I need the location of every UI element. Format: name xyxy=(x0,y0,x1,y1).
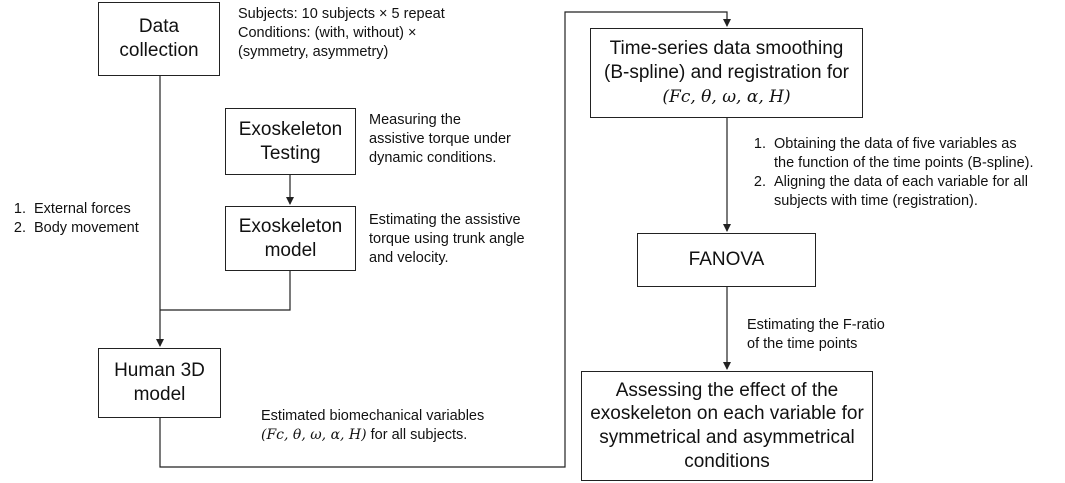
measuring-line3: dynamic conditions. xyxy=(369,149,497,166)
connector-model-to-main xyxy=(160,271,291,311)
fratio-note: Estimating the F-ratio of the time point… xyxy=(747,316,885,354)
subjects-line3: (symmetry, asymmetry) xyxy=(238,43,389,60)
assessing-line3: symmetrical and asymmetrical xyxy=(599,427,855,448)
biomech-line2-suffix: for all subjects. xyxy=(366,426,468,443)
steps-item1-line2: the function of the time points (B-splin… xyxy=(774,154,1034,171)
exoskeleton-testing-box: Exoskeleton Testing xyxy=(225,108,356,175)
exo-testing-line1: Exoskeleton xyxy=(238,118,343,140)
fanova-box: FANOVA xyxy=(637,233,816,287)
fratio-line1: Estimating the F-ratio xyxy=(747,317,885,333)
connector-human-to-smoothing xyxy=(159,11,731,468)
assessing-line2: exoskeleton on each variable for xyxy=(590,403,864,425)
data-collection-box: Data collection xyxy=(98,2,220,76)
estimating-torque-line1: Estimating the assistive xyxy=(369,212,521,228)
estimating-torque-line2: torque using trunk angle xyxy=(369,230,525,247)
exo-model-line1: Exoskeleton xyxy=(238,215,343,237)
human-model-line1: Human 3D xyxy=(114,360,205,382)
exoskeleton-model-box: Exoskeleton model xyxy=(225,206,356,271)
exo-model-line2: model xyxy=(264,239,317,261)
smoothing-registration-box: Time-series data smoothing (B-spline) an… xyxy=(590,28,863,118)
subjects-line2: Conditions: (with, without) × xyxy=(238,24,417,41)
fanova-label: FANOVA xyxy=(688,249,765,271)
data-collection-line1: Data xyxy=(138,16,180,38)
forces-item-1: External forces xyxy=(30,200,139,219)
estimating-torque-note: Estimating the assistive torque using tr… xyxy=(369,211,525,268)
data-collection-line2: collection xyxy=(119,40,199,61)
biomech-variables: (Fc, θ, ω, α, H) xyxy=(261,426,367,443)
forces-item-2: Body movement xyxy=(30,219,139,238)
measuring-line2: assistive torque under xyxy=(369,130,511,147)
assessing-line4: conditions xyxy=(684,450,770,472)
human-model-line2: model xyxy=(133,384,186,405)
measuring-line1: Measuring the xyxy=(369,112,461,128)
biomech-line1: Estimated biomechanical variables xyxy=(261,408,485,424)
subjects-line1: Subjects: 10 subjects × 5 repeat xyxy=(238,6,445,22)
steps-item2-line2: subjects with time (registration). xyxy=(774,192,978,209)
fratio-line2: of the time points xyxy=(747,335,858,352)
forces-note: External forces Body movement xyxy=(2,200,139,238)
smoothing-line2: (B-spline) and registration for xyxy=(604,62,849,84)
assessing-line1: Assessing the effect of the xyxy=(615,379,839,401)
steps-note: Obtaining the data of five variables as … xyxy=(742,135,1034,210)
steps-item-2: Aligning the data of each variable for a… xyxy=(770,173,1034,211)
smoothing-line1: Time-series data smoothing xyxy=(609,38,844,60)
measuring-note: Measuring the assistive torque under dyn… xyxy=(369,111,511,168)
steps-item-1: Obtaining the data of five variables as … xyxy=(770,135,1034,173)
estimating-torque-line3: and velocity. xyxy=(369,249,449,266)
steps-item1-line1: Obtaining the data of five variables as xyxy=(774,136,1017,152)
assessing-effect-box: Assessing the effect of the exoskeleton … xyxy=(581,371,873,481)
biomechanical-note: Estimated biomechanical variables (Fc, θ… xyxy=(261,407,484,445)
exo-testing-line2: Testing xyxy=(260,142,321,164)
smoothing-variables: (Fc, θ, ω, α, H) xyxy=(662,86,791,107)
subjects-note: Subjects: 10 subjects × 5 repeat Conditi… xyxy=(238,5,445,62)
steps-item2-line1: Aligning the data of each variable for a… xyxy=(774,173,1028,190)
human-3d-model-box: Human 3D model xyxy=(98,348,221,418)
